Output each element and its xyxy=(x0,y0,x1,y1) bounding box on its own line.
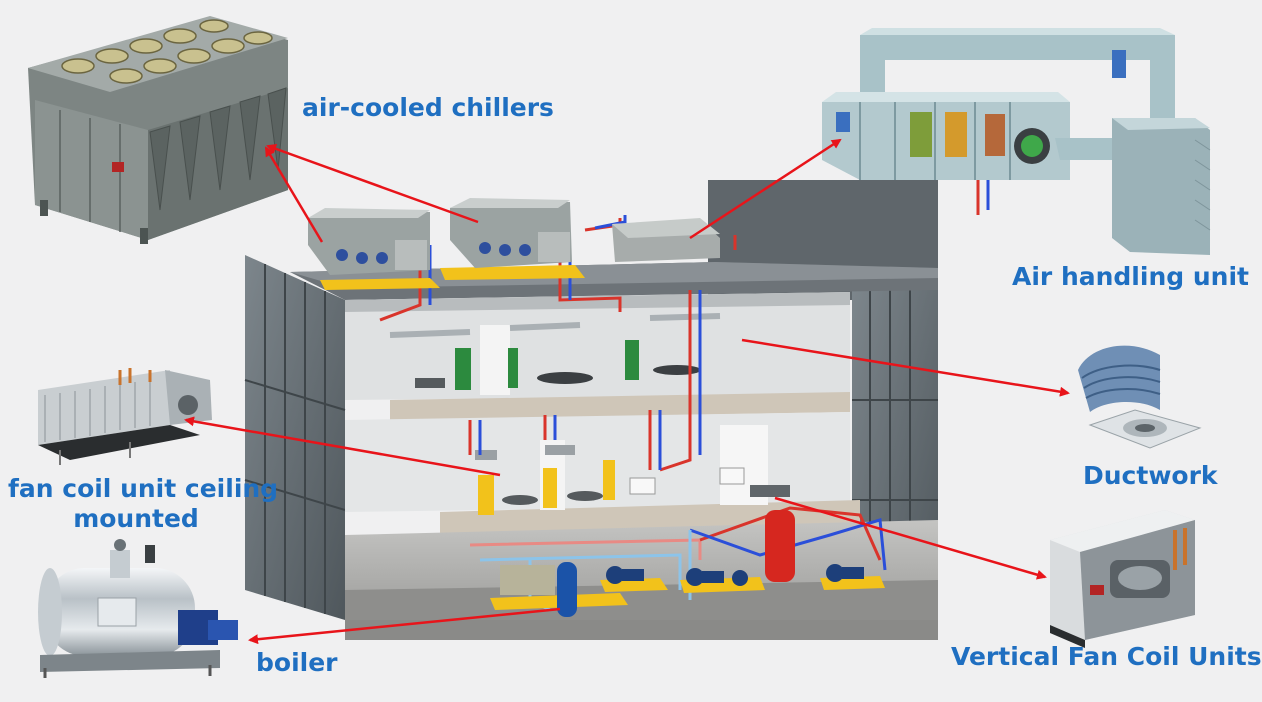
basement-plant xyxy=(490,510,885,617)
label-ductwork: Ductwork xyxy=(1083,461,1218,490)
arrow-fcu-ceiling xyxy=(184,416,501,477)
arrow-vfcu xyxy=(774,496,1047,580)
label-fan-coil-line2: mounted xyxy=(73,504,199,533)
expansion-tank-icon xyxy=(557,562,577,617)
vertical-fan-coil-unit-icon xyxy=(1050,510,1195,648)
buffer-tank-icon xyxy=(765,510,795,582)
label-air-cooled-chillers: air-cooled chillers xyxy=(302,93,554,122)
label-vertical-fan-coil-units: Vertical Fan Coil Units xyxy=(951,642,1262,671)
arrow-chillers-b xyxy=(266,144,479,224)
fan-icon xyxy=(1021,135,1043,157)
label-fan-coil-unit-ceiling: fan coil unit ceiling mounted xyxy=(8,474,279,534)
building-cutaway xyxy=(244,180,938,640)
callout-arrows xyxy=(184,138,1070,645)
arrow-ahu xyxy=(689,138,842,240)
arrow-boiler xyxy=(248,607,561,645)
label-air-handling-unit: Air handling unit xyxy=(1012,262,1249,291)
arrow-ductwork xyxy=(741,338,1070,397)
door-icon xyxy=(455,348,471,390)
arrow-chillers-a xyxy=(264,146,324,243)
fan-coil-unit-ceiling-icon xyxy=(38,368,212,465)
air-handling-unit-icon xyxy=(822,28,1211,255)
label-boiler: boiler xyxy=(256,648,338,677)
air-cooled-chiller-icon xyxy=(28,16,288,244)
boiler-icon xyxy=(38,539,238,678)
rooftop-chillers xyxy=(308,198,720,290)
ductwork-icon xyxy=(1078,345,1202,449)
label-fan-coil-line1: fan coil unit ceiling xyxy=(8,474,279,503)
